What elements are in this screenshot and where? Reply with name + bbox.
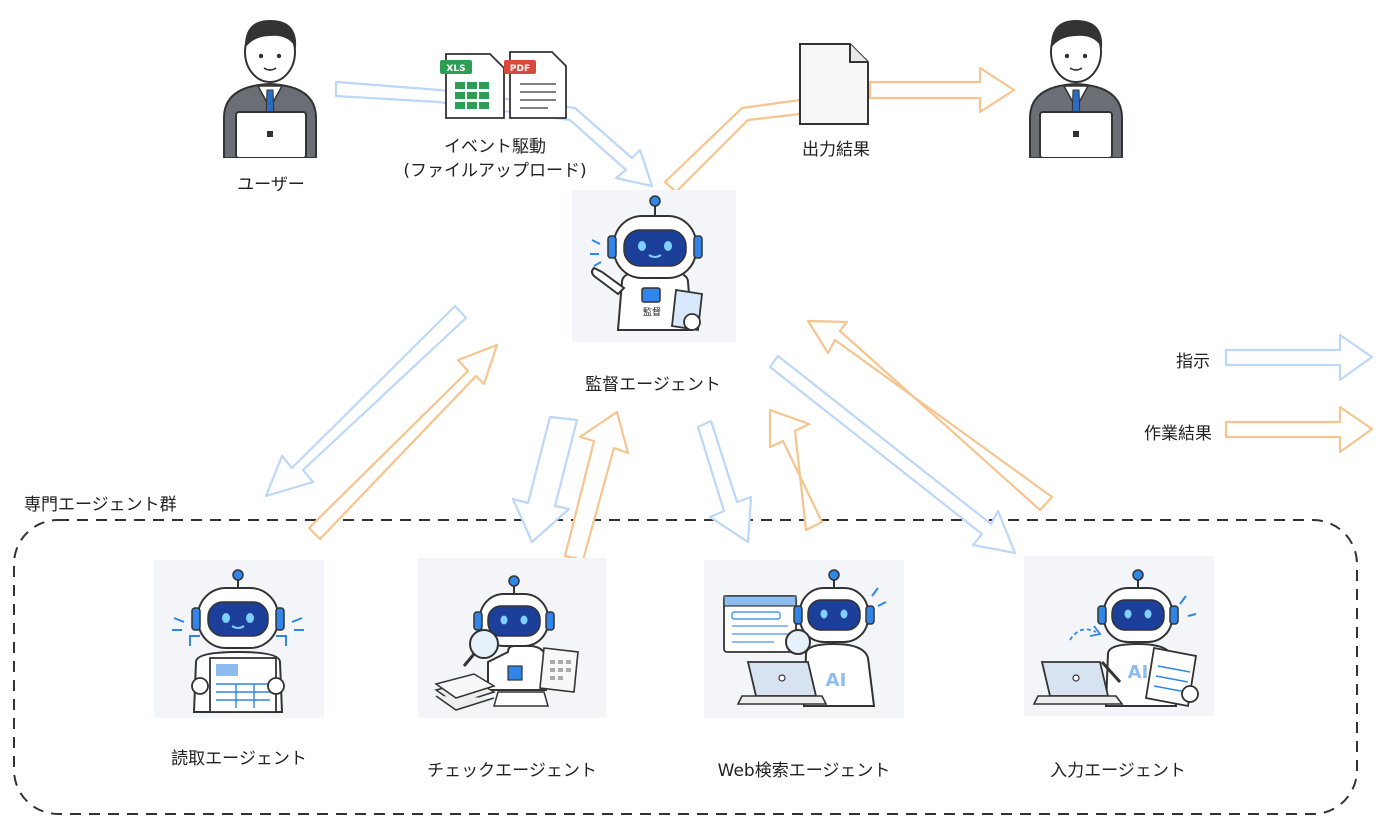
arrow-supervisor-to-input — [768, 354, 1017, 555]
arrow-supervisor-to-reader — [264, 304, 468, 498]
legend-instruction-arrow — [1224, 333, 1374, 382]
legend-instruction-label: 指示 — [1176, 352, 1210, 372]
check-agent-label: チェックエージェント — [427, 761, 597, 781]
arrow-output-to-user — [868, 66, 1016, 114]
web-agent-robot-icon: AI — [723, 569, 887, 707]
reader-agent-label: 読取エージェント — [171, 749, 307, 769]
event-label-line2: (ファイルアップロード) — [403, 161, 587, 181]
web-agent-label: Web検索エージェント — [717, 761, 891, 781]
agent-group-label: 専門エージェント群 — [24, 495, 177, 515]
arrow-input-to-supervisor — [806, 319, 1054, 512]
legend-result-arrow — [1224, 405, 1374, 454]
arrow-web-to-supervisor — [768, 408, 824, 532]
supervisor-badge: 監督 — [643, 306, 661, 318]
supervisor-robot-icon: 監督 — [590, 195, 703, 332]
pdf-file-icon — [504, 51, 567, 119]
pdf-tag: PDF — [510, 64, 530, 74]
supervisor-label: 監督エージェント — [585, 375, 721, 395]
output-document-icon — [799, 43, 869, 125]
user-person-icon — [223, 20, 317, 158]
xls-tag: XLS — [446, 64, 465, 74]
input-agent-robot-icon: AI — [1032, 569, 1199, 708]
web-ai-tag: AI — [826, 670, 847, 691]
arrow-supervisor-to-check — [511, 415, 579, 544]
xls-file-icon — [440, 53, 505, 119]
event-label: イベント駆動 (ファイルアップロード) — [390, 135, 600, 183]
legend-result-label: 作業結果 — [1144, 424, 1212, 444]
arrow-check-to-supervisor — [563, 410, 630, 562]
arrow-supervisor-to-web — [696, 419, 753, 544]
arrow-supervisor-to-output — [663, 98, 802, 194]
arrow-reader-to-supervisor — [307, 343, 499, 541]
user-label: ユーザー — [237, 175, 305, 195]
recipient-person-icon — [1029, 20, 1123, 158]
event-label-line1: イベント駆動 — [444, 137, 546, 157]
check-agent-robot-icon — [434, 575, 579, 711]
input-agent-label: 入力エージェント — [1050, 761, 1186, 781]
reader-agent-robot-icon — [172, 569, 304, 713]
input-ai-tag: AI — [1128, 662, 1149, 683]
output-label: 出力結果 — [802, 140, 870, 160]
agent-group-frame — [13, 519, 1358, 815]
